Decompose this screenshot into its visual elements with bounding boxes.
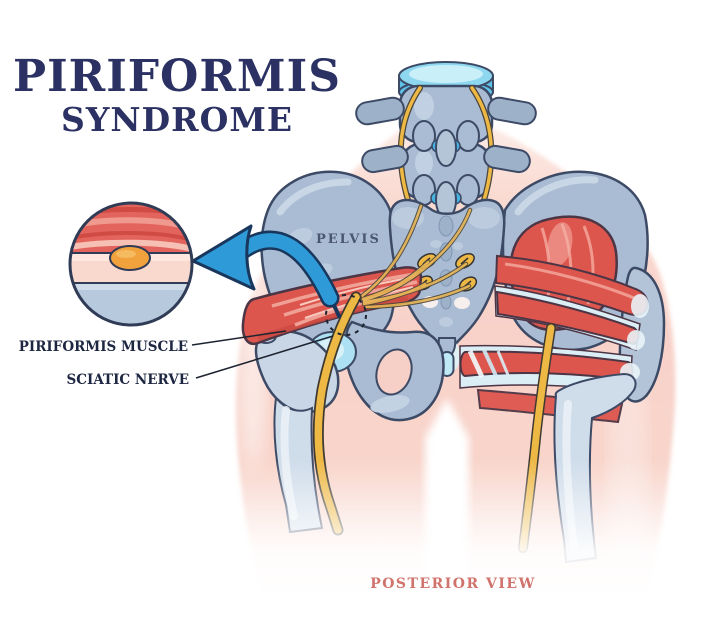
piriformis-leader-line <box>191 330 287 346</box>
compression-site-dashed-circle <box>325 294 367 336</box>
right-gluteal-muscles <box>459 215 666 424</box>
sciatic-nerve-label: SCIATIC NERVE <box>67 372 189 388</box>
sciatic-leader-line <box>195 335 334 379</box>
transverse-processes <box>355 96 537 174</box>
lumbar-spine <box>355 61 537 219</box>
sacral-nerve-roots <box>359 203 473 310</box>
spinal-nerve-arcs <box>397 85 495 203</box>
inset-sciatic-nerve-cross-section <box>109 245 151 271</box>
sacrum-bone <box>388 198 506 348</box>
zoom-arrow-icon <box>191 224 341 318</box>
articular-processes <box>412 120 480 219</box>
obturator-foramen <box>375 348 413 396</box>
pelvis-label: PELVIS <box>316 232 381 247</box>
title-line-2: SYNDROME <box>61 100 293 139</box>
leader-lines <box>191 330 334 379</box>
left-ischium-bone <box>344 320 445 422</box>
piriformis-muscle-label: PIRIFORMIS MUSCLE <box>19 339 188 355</box>
bottom-fade <box>200 460 714 610</box>
posterior-view-caption: POSTERIOR VIEW <box>370 576 536 592</box>
title-line-1: PIRIFORMIS <box>13 51 341 102</box>
